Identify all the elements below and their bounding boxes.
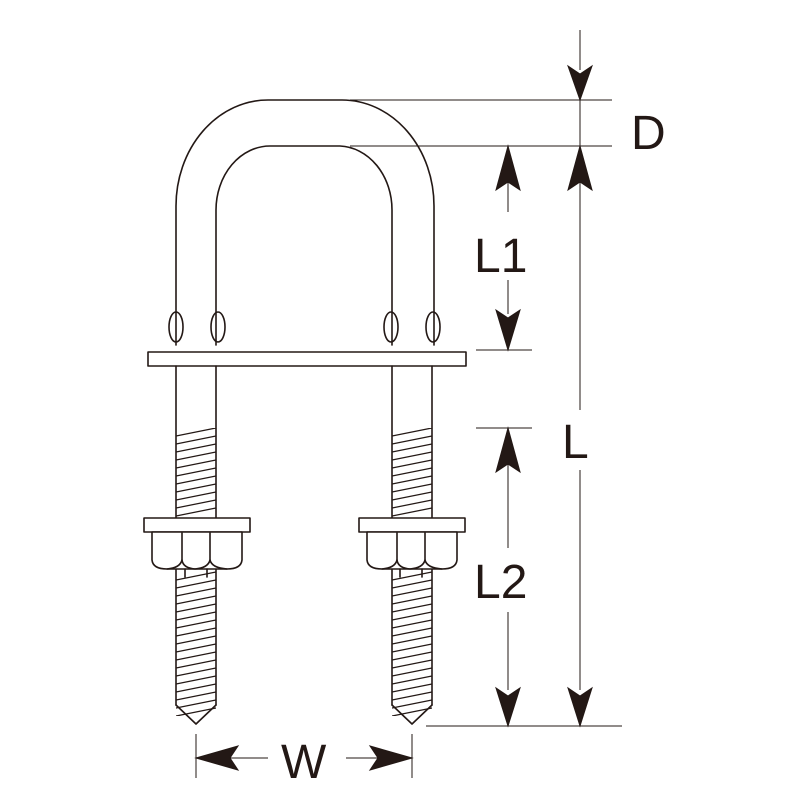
left-thread bbox=[176, 428, 216, 716]
left-nut bbox=[143, 517, 251, 578]
u-bend bbox=[168, 99, 441, 346]
weld-marks bbox=[168, 311, 441, 343]
label-l2: L2 bbox=[474, 556, 527, 609]
dimension-d bbox=[567, 30, 593, 192]
dimension-l2 bbox=[495, 426, 521, 728]
dimension-w bbox=[194, 745, 414, 771]
dimension-l bbox=[567, 182, 593, 728]
right-nut bbox=[358, 517, 466, 578]
left-leg bbox=[175, 365, 217, 725]
label-l: L bbox=[562, 416, 589, 469]
label-d: D bbox=[631, 107, 666, 160]
label-w: W bbox=[281, 736, 327, 789]
dimension-l1 bbox=[495, 144, 521, 352]
label-l1: L1 bbox=[474, 230, 527, 283]
left-washer bbox=[143, 517, 251, 533]
right-thread bbox=[392, 428, 432, 716]
base-plate bbox=[147, 351, 467, 367]
extension-lines bbox=[195, 99, 622, 778]
right-washer bbox=[358, 517, 466, 533]
